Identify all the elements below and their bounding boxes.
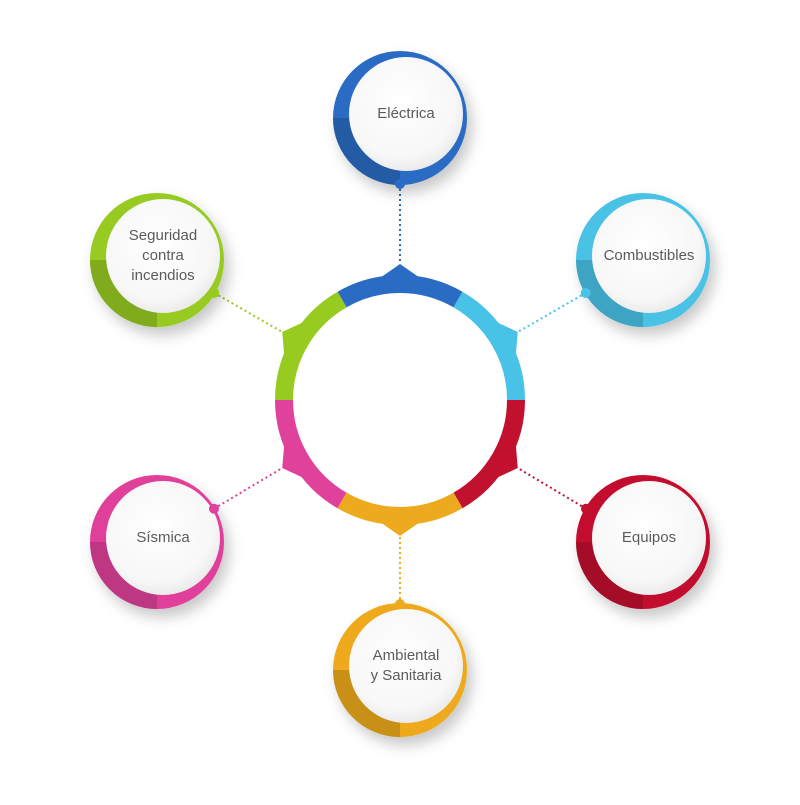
nodes <box>90 51 710 737</box>
ring-tab-seguridad <box>282 321 304 356</box>
node-ambiental <box>333 599 467 737</box>
node-sismica <box>90 475 224 609</box>
connector-dot-seguridad <box>209 287 220 298</box>
connector-dot-electrica <box>395 179 405 189</box>
ring-tab-sismica <box>282 444 304 479</box>
connector-line-seguridad <box>213 292 283 333</box>
connector-dot-sismica <box>208 503 219 514</box>
node-seguridad <box>90 193 224 327</box>
ring-tab-electrica <box>380 264 420 278</box>
connector-line-equipos <box>517 467 587 510</box>
node-disc-electrica <box>349 57 463 171</box>
node-equipos <box>576 475 710 609</box>
ring-segment-green <box>275 291 347 401</box>
connector-dot-combustibles <box>580 287 591 298</box>
node-combustibles <box>576 193 710 327</box>
ring-segment-yellow <box>337 492 463 525</box>
node-disc-combustibles <box>592 199 706 313</box>
ring-tab-combustibles <box>496 321 518 356</box>
node-electrica <box>333 51 467 189</box>
ring-tab-ambiental <box>380 522 420 536</box>
ring-segment-red <box>453 399 525 509</box>
ring-segment-cyan <box>453 291 525 401</box>
node-disc-sismica <box>106 481 220 595</box>
node-disc-equipos <box>592 481 706 595</box>
node-disc-ambiental <box>349 609 463 723</box>
node-disc-seguridad <box>106 199 220 313</box>
connector-dot-equipos <box>581 503 592 514</box>
central-ring <box>275 264 525 536</box>
connector-line-sismica <box>213 467 283 510</box>
ring-segment-blue <box>337 275 463 308</box>
ring-tab-equipos <box>496 444 518 479</box>
connector-line-combustibles <box>517 292 587 333</box>
connectors <box>213 184 587 604</box>
connector-dot-ambiental <box>395 599 405 609</box>
ring-segment-pink <box>275 399 347 509</box>
